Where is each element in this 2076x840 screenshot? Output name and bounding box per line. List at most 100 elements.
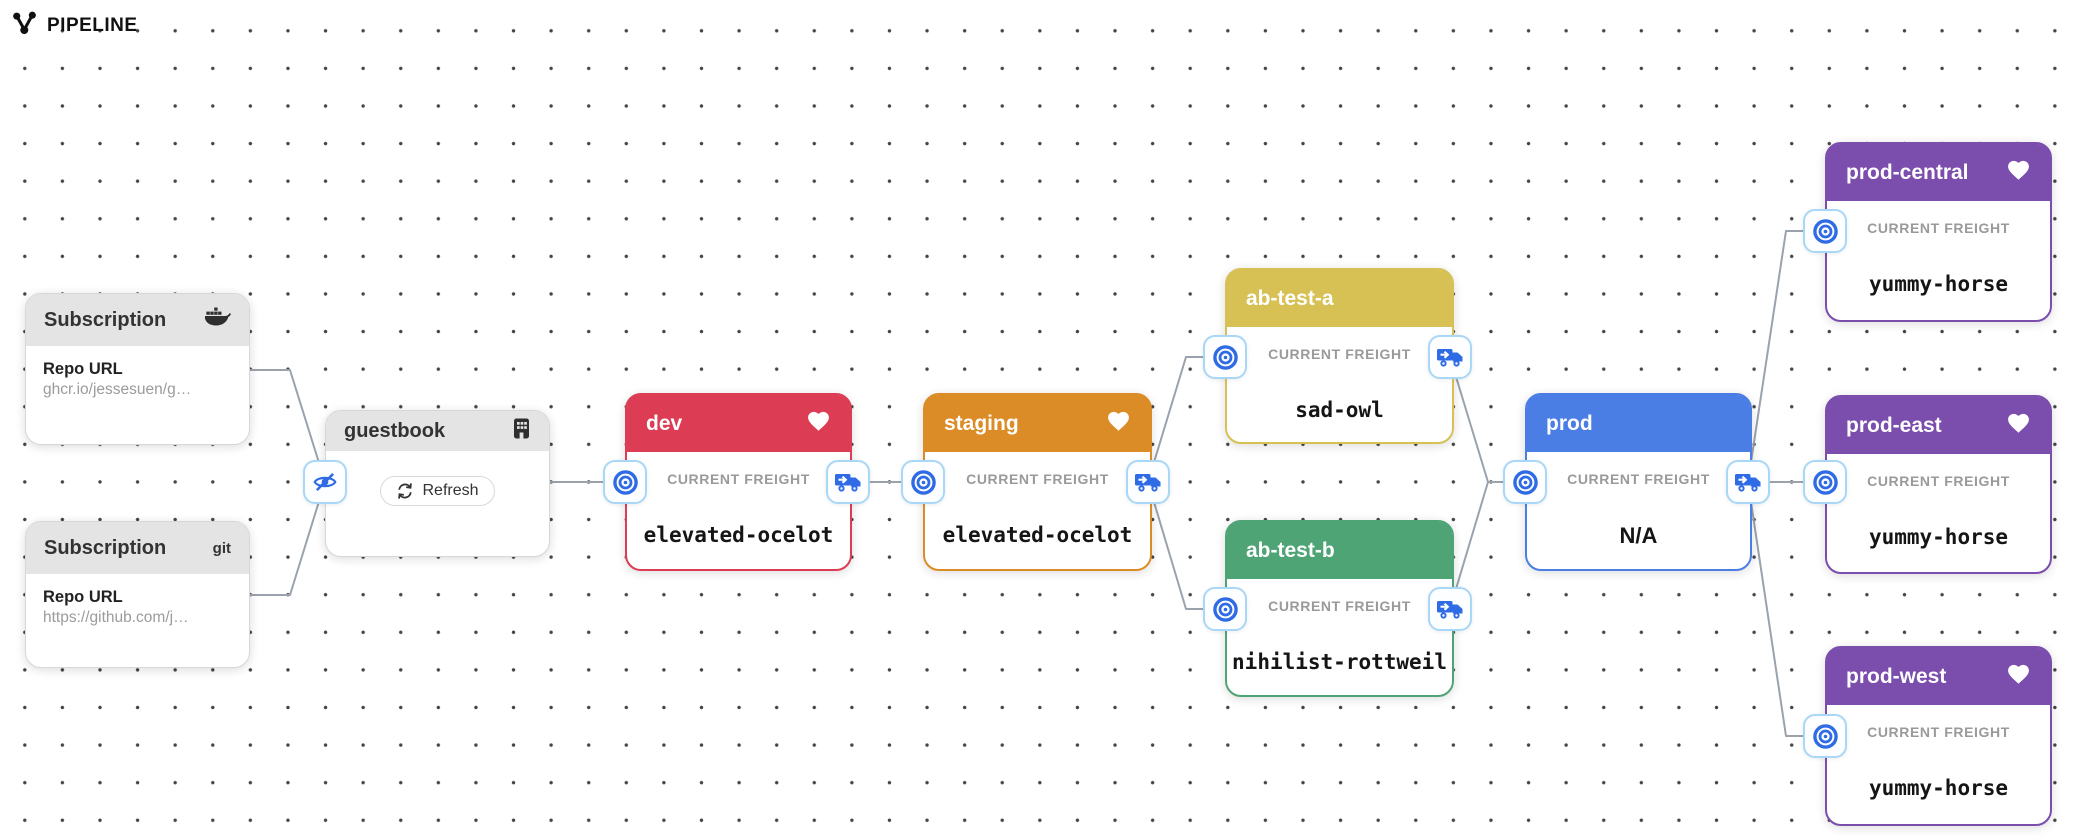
- stage-body: CURRENT FREIGHT nihilist-rottweil: [1227, 579, 1452, 692]
- stage-title: prod-east: [1846, 413, 1942, 437]
- stage-header: ab-test-b: [1227, 522, 1452, 579]
- bullseye-icon: [612, 469, 639, 496]
- git-tag: git: [212, 539, 231, 557]
- stage-card-prod-east[interactable]: prod-east CURRENT FREIGHT yummy-horse: [1825, 395, 2052, 574]
- stage-body: CURRENT FREIGHT sad-owl: [1227, 327, 1452, 440]
- stage-card-prod-central[interactable]: prod-central CURRENT FREIGHT yummy-horse: [1825, 142, 2052, 322]
- stage-header: dev: [627, 395, 850, 452]
- stage-card-staging[interactable]: staging CURRENT FREIGHT elevated-ocelot: [923, 393, 1152, 571]
- bullseye-icon: [910, 469, 937, 496]
- repo-url-label: Repo URL: [43, 360, 123, 378]
- eye-slash-icon: [312, 469, 338, 495]
- stage-title: prod: [1546, 411, 1593, 435]
- hidden-subscriptions-badge[interactable]: [303, 460, 347, 504]
- freight-truck-badge-ab-test-a[interactable]: [1428, 335, 1472, 379]
- refresh-icon: [396, 482, 414, 500]
- bullseye-icon: [1212, 596, 1239, 623]
- heart-icon[interactable]: [1106, 409, 1131, 438]
- heart-icon[interactable]: [2006, 411, 2031, 440]
- stage-header: prod-central: [1827, 144, 2050, 201]
- stage-header: prod-west: [1827, 648, 2050, 705]
- warehouse-title: guestbook: [344, 419, 446, 442]
- edge-prod-prodwest: [1747, 481, 1826, 737]
- subscription-card-git[interactable]: Subscription git Repo URL https://github…: [25, 521, 250, 668]
- stage-body: CURRENT FREIGHT elevated-ocelot: [925, 452, 1150, 565]
- subscription-card-ghcr[interactable]: Subscription Repo URL ghcr.io/jessesuen/…: [25, 293, 250, 445]
- subscription-header: Subscription: [26, 294, 249, 346]
- share-nodes-icon: [12, 10, 38, 41]
- stage-card-ab-test-b[interactable]: ab-test-b CURRENT FREIGHT nihilist-rottw…: [1225, 520, 1454, 697]
- freight-truck-badge-staging[interactable]: [1126, 460, 1170, 504]
- current-freight-label: CURRENT FREIGHT: [1867, 220, 2010, 236]
- current-freight-label: CURRENT FREIGHT: [1268, 346, 1411, 362]
- stage-body: CURRENT FREIGHT yummy-horse: [1827, 201, 2050, 314]
- stage-body: CURRENT FREIGHT yummy-horse: [1827, 454, 2050, 567]
- stage-title: prod-west: [1846, 664, 1947, 688]
- current-freight-label: CURRENT FREIGHT: [1268, 598, 1411, 614]
- truck-icon: [1134, 470, 1162, 494]
- freight-target-badge-prod[interactable]: [1503, 460, 1547, 504]
- bullseye-icon: [1812, 723, 1839, 750]
- freight-target-badge-prod-central[interactable]: [1803, 209, 1847, 253]
- pipeline-header: PIPELINE: [12, 10, 138, 41]
- page-title: PIPELINE: [47, 14, 138, 36]
- current-freight-label: CURRENT FREIGHT: [966, 471, 1109, 487]
- refresh-label: Refresh: [422, 482, 479, 499]
- stage-card-ab-test-a[interactable]: ab-test-a CURRENT FREIGHT sad-owl: [1225, 268, 1454, 444]
- stage-header: prod: [1527, 395, 1750, 452]
- current-freight-label: CURRENT FREIGHT: [1567, 471, 1710, 487]
- freight-name: yummy-horse: [1868, 272, 2009, 296]
- edge-prod-prodcentral: [1747, 230, 1826, 483]
- freight-target-badge-ab-test-b[interactable]: [1203, 587, 1247, 631]
- stage-title: ab-test-b: [1246, 538, 1335, 562]
- stage-body: CURRENT FREIGHT N/A: [1527, 452, 1750, 565]
- subscription-body: Repo URL ghcr.io/jessesuen/g…: [26, 346, 249, 401]
- freight-name: nihilist-rottweil: [1232, 650, 1447, 674]
- warehouse-card-guestbook[interactable]: guestbook Refresh: [325, 410, 550, 557]
- stage-title: prod-central: [1846, 160, 1969, 184]
- heart-icon[interactable]: [2006, 158, 2031, 187]
- subscription-body: Repo URL https://github.com/j…: [26, 574, 249, 629]
- truck-icon: [1734, 470, 1762, 494]
- building-icon: [512, 418, 531, 445]
- stage-card-dev[interactable]: dev CURRENT FREIGHT elevated-ocelot: [625, 393, 852, 571]
- truck-icon: [1436, 597, 1464, 621]
- repo-url-label: Repo URL: [43, 588, 123, 606]
- bullseye-icon: [1812, 469, 1839, 496]
- edge-subscription-git-guestbook: [247, 481, 326, 596]
- freight-target-badge-ab-test-a[interactable]: [1203, 335, 1247, 379]
- current-freight-label: CURRENT FREIGHT: [1867, 724, 2010, 740]
- freight-target-badge-dev[interactable]: [603, 460, 647, 504]
- stage-card-prod[interactable]: prod CURRENT FREIGHT N/A: [1525, 393, 1752, 571]
- heart-icon[interactable]: [806, 409, 831, 438]
- freight-name: yummy-horse: [1868, 776, 2009, 800]
- docker-icon: [205, 307, 231, 333]
- refresh-button[interactable]: Refresh: [380, 476, 495, 506]
- repo-url-value: ghcr.io/jessesuen/g…: [43, 381, 192, 399]
- bullseye-icon: [1812, 218, 1839, 245]
- freight-name: sad-owl: [1295, 398, 1384, 422]
- stage-body: CURRENT FREIGHT yummy-horse: [1827, 705, 2050, 818]
- repo-url-value: https://github.com/j…: [43, 609, 189, 627]
- bullseye-icon: [1512, 469, 1539, 496]
- freight-truck-badge-prod[interactable]: [1726, 460, 1770, 504]
- freight-truck-badge-ab-test-b[interactable]: [1428, 587, 1472, 631]
- stage-title: staging: [944, 411, 1019, 435]
- stage-title: ab-test-a: [1246, 286, 1334, 310]
- freight-name: elevated-ocelot: [643, 523, 834, 547]
- edge-subscription-ghcr-guestbook: [247, 369, 326, 483]
- subscription-title: Subscription: [44, 308, 167, 331]
- stage-body: CURRENT FREIGHT elevated-ocelot: [627, 452, 850, 565]
- subscription-header: Subscription git: [26, 522, 249, 574]
- current-freight-label: CURRENT FREIGHT: [667, 471, 810, 487]
- bullseye-icon: [1212, 344, 1239, 371]
- freight-target-badge-prod-east[interactable]: [1803, 460, 1847, 504]
- freight-target-badge-staging[interactable]: [901, 460, 945, 504]
- freight-name: N/A: [1619, 523, 1658, 548]
- stage-card-prod-west[interactable]: prod-west CURRENT FREIGHT yummy-horse: [1825, 646, 2052, 826]
- stage-title: dev: [646, 411, 683, 435]
- freight-truck-badge-dev[interactable]: [826, 460, 870, 504]
- stage-header: staging: [925, 395, 1150, 452]
- freight-target-badge-prod-west[interactable]: [1803, 714, 1847, 758]
- heart-icon[interactable]: [2006, 662, 2031, 691]
